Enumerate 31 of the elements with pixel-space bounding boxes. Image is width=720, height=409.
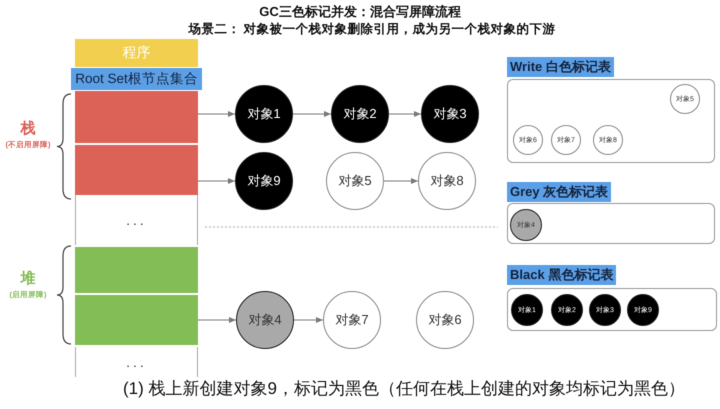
heap-slot xyxy=(75,247,198,293)
program-box: 程序 xyxy=(75,39,198,67)
region-label: 栈 xyxy=(20,120,36,138)
memory-slot: ... xyxy=(75,195,198,245)
object-circle: 对象9 xyxy=(235,152,293,210)
memory-slot: ... xyxy=(75,347,198,377)
object-circle: 对象4 xyxy=(236,291,294,349)
table-heading: Grey 灰色标记表 xyxy=(507,182,612,202)
table-heading: Write 白色标记表 xyxy=(507,57,614,77)
subtitle: 场景二： 对象被一个栈对象删除引用，成为另一个栈对象的下游 xyxy=(188,22,556,36)
root-set-bar: Root Set根节点集合 xyxy=(71,68,202,90)
object-circle: 对象2 xyxy=(331,85,389,143)
arrow xyxy=(384,178,418,184)
heap-slot xyxy=(75,295,198,345)
object-circle: 对象1 xyxy=(235,85,293,143)
arrow xyxy=(294,317,324,323)
object-circle: 对象5 xyxy=(326,152,384,210)
object-circle: 对象8 xyxy=(418,152,476,210)
arrow xyxy=(292,111,332,117)
region-label: 堆 xyxy=(20,270,36,288)
stack-slot xyxy=(75,145,198,195)
table-heading: Black 黑色标记表 xyxy=(507,265,616,285)
title: GC三色标记并发：混合写屏障流程 xyxy=(259,5,461,20)
arrow xyxy=(198,178,236,184)
object-circle: 对象3 xyxy=(421,85,479,143)
arrow xyxy=(198,317,236,323)
object-circle: 对象7 xyxy=(323,291,381,349)
stack-slot xyxy=(75,91,198,143)
arrow xyxy=(388,111,422,117)
arrow xyxy=(198,111,236,117)
object-circle: 对象6 xyxy=(416,291,474,349)
